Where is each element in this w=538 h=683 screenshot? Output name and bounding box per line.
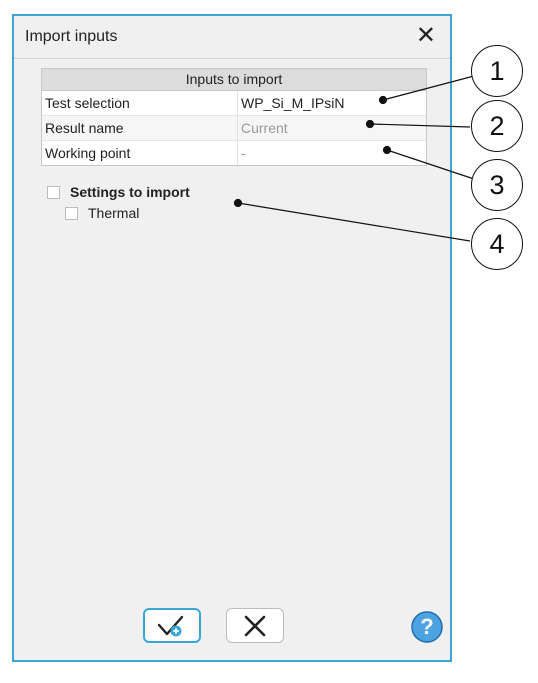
help-symbol: ? — [420, 614, 434, 639]
row-label: Working point — [42, 141, 238, 165]
settings-to-import-checkbox-row[interactable]: Settings to import — [47, 184, 190, 200]
thermal-checkbox-row[interactable]: Thermal — [65, 205, 139, 221]
callout-3: 3 — [471, 159, 523, 211]
check-add-icon — [157, 615, 184, 636]
test-selection-value[interactable]: WP_Si_M_IPsiN — [241, 95, 345, 111]
dialog-titlebar: Import inputs ✕ — [14, 16, 450, 59]
cancel-button[interactable] — [226, 608, 284, 643]
close-icon[interactable]: ✕ — [415, 22, 436, 49]
table-row-working-point[interactable]: Working point - — [42, 141, 426, 165]
settings-to-import-label: Settings to import — [70, 184, 190, 200]
callout-1: 1 — [471, 45, 523, 97]
import-inputs-dialog: Import inputs ✕ Inputs to import Test se… — [12, 14, 452, 662]
thermal-label: Thermal — [88, 205, 140, 221]
callout-2: 2 — [471, 100, 523, 152]
working-point-value[interactable]: - — [241, 145, 246, 161]
help-button[interactable]: ? — [411, 611, 443, 643]
dialog-title: Import inputs — [25, 28, 118, 45]
callout-4: 4 — [471, 218, 523, 270]
cross-icon — [244, 615, 266, 636]
ok-button[interactable] — [143, 608, 201, 643]
inputs-to-import-table: Inputs to import Test selection WP_Si_M_… — [41, 68, 427, 166]
table-row-test-selection[interactable]: Test selection WP_Si_M_IPsiN — [42, 91, 426, 116]
table-row-result-name[interactable]: Result name Current — [42, 116, 426, 141]
help-icon — [411, 611, 443, 643]
settings-to-import-checkbox[interactable] — [47, 185, 60, 199]
row-label: Result name — [42, 116, 238, 140]
row-label: Test selection — [42, 91, 238, 115]
table-header: Inputs to import — [42, 69, 426, 91]
result-name-value[interactable]: Current — [241, 120, 288, 136]
thermal-checkbox[interactable] — [65, 206, 78, 220]
